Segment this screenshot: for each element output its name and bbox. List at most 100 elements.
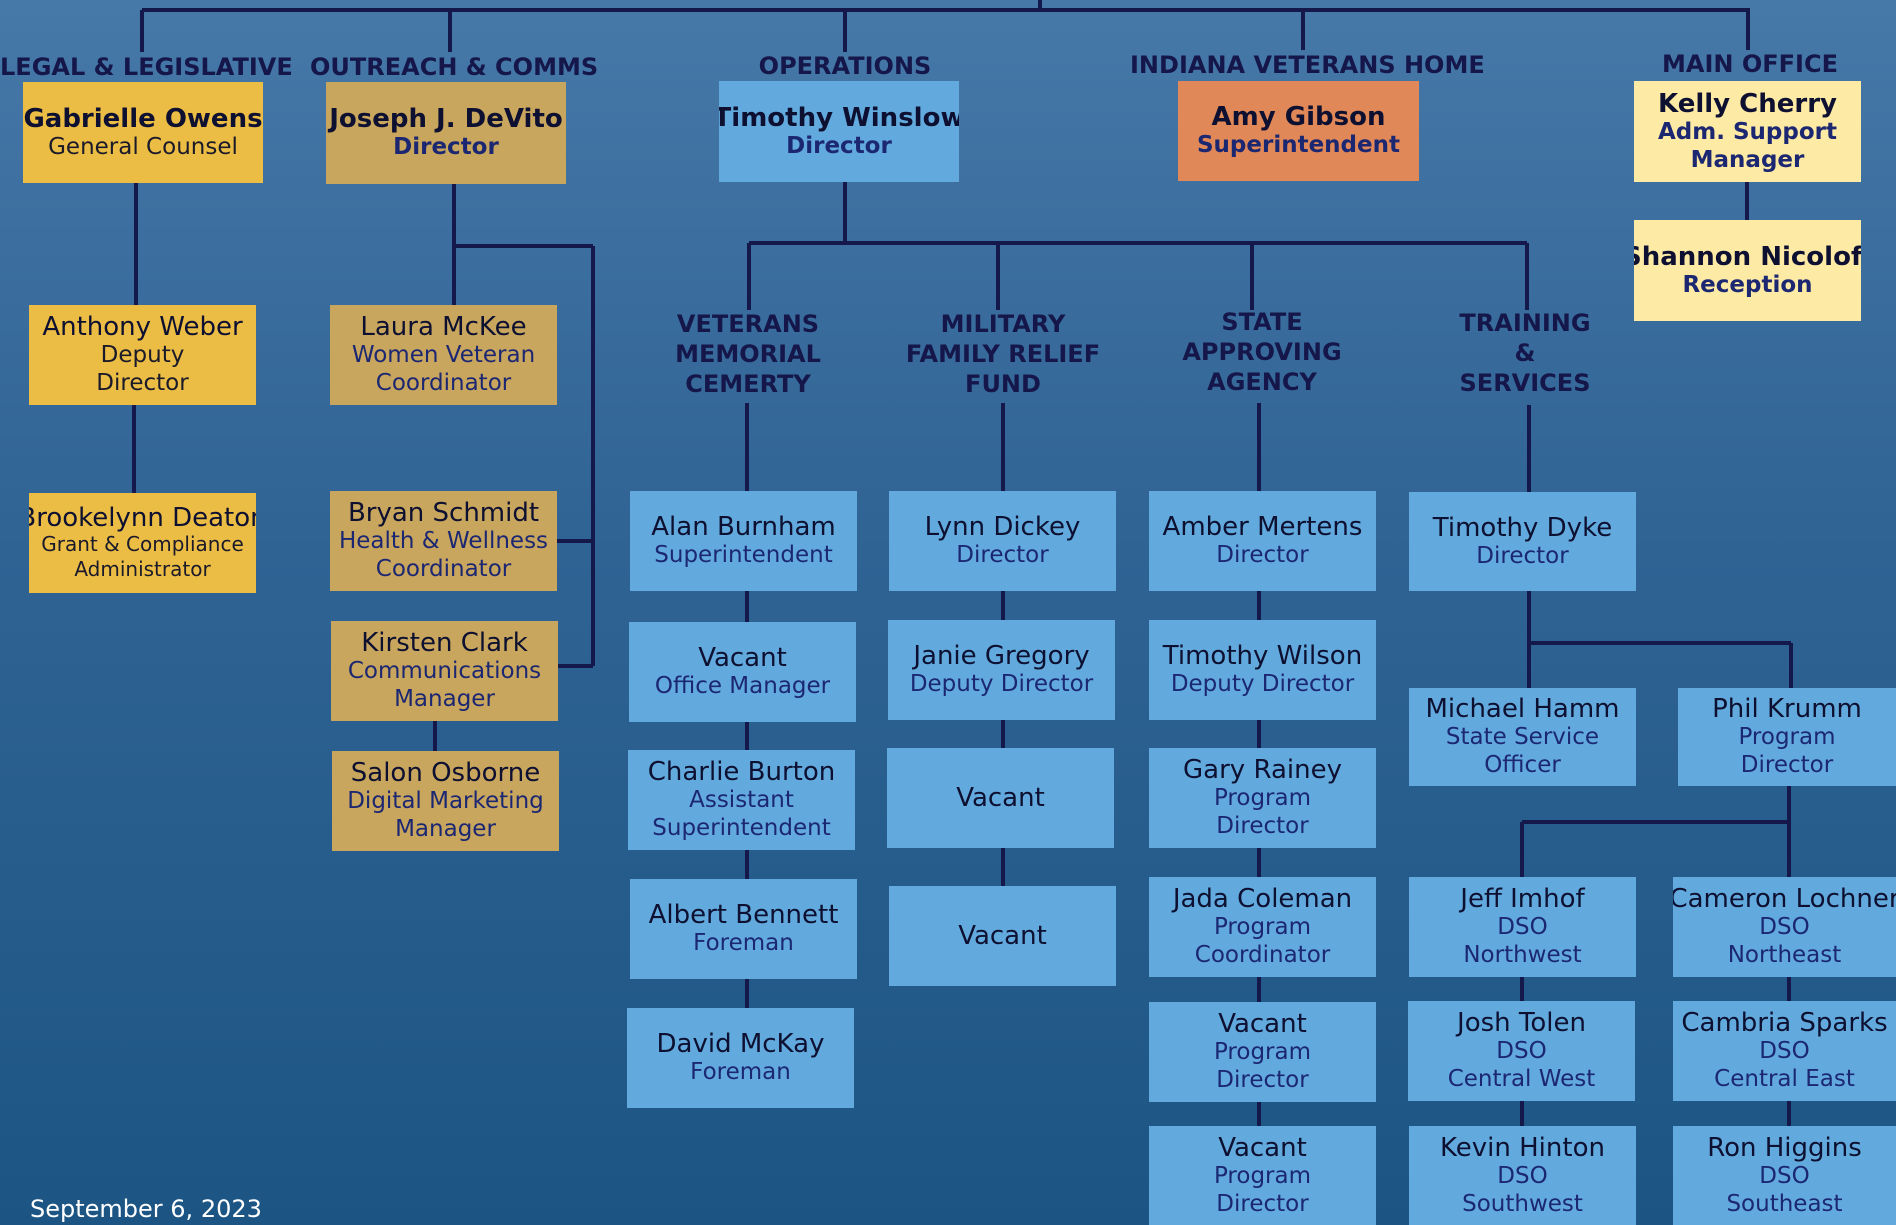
imhof-name: Jeff Imhof [1460, 884, 1585, 914]
box-timothy-dyke: Timothy Dyke Director [1409, 492, 1636, 591]
box-anthony-weber: Anthony Weber Deputy Director [29, 305, 256, 405]
gregory-name: Janie Gregory [913, 641, 1090, 671]
burnham-role: Superintendent [654, 542, 833, 568]
lochner-role-1: DSO [1759, 914, 1810, 940]
heading-mfrf: MILITARY FAMILY RELIEF FUND [878, 309, 1128, 399]
hamm-role-1: State Service [1445, 724, 1600, 750]
schmidt-name: Bryan Schmidt [347, 498, 540, 528]
owens-role: General Counsel [48, 133, 238, 160]
dickey-role: Director [956, 542, 1049, 568]
box-cambria-sparks: Cambria Sparks DSO Central East [1673, 1001, 1896, 1101]
heading-training-line2: & [1514, 339, 1536, 367]
saa-vacant1-role-1: Program [1213, 1039, 1312, 1065]
heading-legal: LEGAL & LEGISLATIVE [0, 53, 293, 81]
nicoloff-name: Shannon Nicoloff [1634, 241, 1861, 272]
box-amber-mertens: Amber Mertens Director [1149, 491, 1376, 591]
gregory-role: Deputy Director [909, 671, 1094, 697]
box-kelly-cherry: Kelly Cherry Adm. Support Manager [1634, 81, 1861, 182]
cemetery-vacant1-role: Office Manager [654, 673, 831, 699]
burton-role-1: Assistant [689, 787, 794, 813]
sparks-name: Cambria Sparks [1681, 1008, 1888, 1038]
mckee-name: Laura McKee [360, 312, 527, 342]
mckee-role-1: Women Veteran [351, 342, 536, 368]
dyke-name: Timothy Dyke [1432, 512, 1613, 543]
heading-mfrf-line2: FAMILY RELIEF [905, 340, 1101, 368]
bennett-role: Foreman [693, 930, 794, 956]
cemetery-vacant1-name: Vacant [698, 643, 787, 673]
hamm-role-2: Officer [1484, 752, 1561, 778]
osborne-role-2: Manager [395, 816, 496, 842]
deaton-name: Brookelynn Deaton [29, 503, 256, 533]
box-janie-gregory: Janie Gregory Deputy Director [888, 620, 1115, 720]
heading-mfrf-line1: MILITARY [940, 310, 1066, 338]
imhof-role-1: DSO [1497, 914, 1548, 940]
mertens-name: Amber Mertens [1162, 512, 1363, 542]
devito-role: Director [393, 134, 499, 160]
osborne-role-1: Digital Marketing [347, 788, 544, 814]
heading-training-line1: TRAINING [1459, 309, 1591, 337]
burton-name: Charlie Burton [647, 757, 836, 787]
cherry-role-1: Adm. Support [1658, 118, 1837, 145]
clark-name: Kirsten Clark [361, 628, 528, 658]
wilson-role: Deputy Director [1170, 671, 1355, 697]
box-josh-tolen: Josh Tolen DSO Central West [1408, 1001, 1635, 1101]
winslow-role: Director [786, 132, 892, 159]
burnham-name: Alan Burnham [651, 512, 836, 542]
clark-role-2: Manager [394, 686, 495, 712]
box-brookelynn-deaton: Brookelynn Deaton Grant & Compliance Adm… [29, 493, 256, 593]
box-alan-burnham: Alan Burnham Superintendent [630, 491, 857, 591]
tolen-role-2: Central West [1447, 1066, 1596, 1092]
heading-saa: STATE APPROVING AGENCY [1142, 307, 1382, 397]
box-saa-vacant-1: Vacant Program Director [1149, 1002, 1376, 1102]
box-mfrf-vacant-1: Vacant [887, 748, 1114, 848]
box-david-mckay: David McKay Foreman [627, 1008, 854, 1108]
mfrf-vacant2-name: Vacant [958, 921, 1047, 951]
hinton-role-2: Southwest [1462, 1190, 1583, 1217]
box-saa-vacant-2: Vacant Program Director [1149, 1126, 1376, 1225]
saa-vacant2-role-2: Director [1216, 1190, 1309, 1217]
hamm-name: Michael Hamm [1425, 694, 1620, 724]
heading-outreach: OUTREACH & COMMS [310, 53, 599, 81]
heading-cemetery: VETERANS MEMORIAL CEMERTY [628, 309, 868, 399]
coleman-role-2: Coordinator [1194, 942, 1331, 968]
coleman-role-1: Program [1213, 914, 1312, 940]
bennett-name: Albert Bennett [648, 900, 839, 930]
higgins-role-1: DSO [1759, 1162, 1810, 1189]
schmidt-role-2: Coordinator [375, 556, 512, 582]
box-shannon-nicoloff: Shannon Nicoloff Reception [1634, 220, 1861, 321]
imhof-role-2: Northwest [1463, 942, 1582, 968]
box-bryan-schmidt: Bryan Schmidt Health & Wellness Coordina… [330, 491, 557, 591]
nicoloff-role: Reception [1682, 271, 1813, 298]
chart-date: September 6, 2023 [30, 1195, 262, 1223]
box-michael-hamm: Michael Hamm State Service Officer [1409, 688, 1636, 786]
saa-vacant2-role-1: Program [1213, 1162, 1312, 1189]
box-jada-coleman: Jada Coleman Program Coordinator [1149, 877, 1376, 977]
box-phil-krumm: Phil Krumm Program Director [1678, 688, 1896, 786]
weber-role-2: Director [96, 370, 189, 396]
heading-cemetery-line2: MEMORIAL [675, 340, 821, 368]
box-timothy-wilson: Timothy Wilson Deputy Director [1149, 620, 1376, 720]
mertens-role: Director [1216, 542, 1309, 568]
box-ron-higgins: Ron Higgins DSO Southeast [1673, 1126, 1896, 1225]
wilson-name: Timothy Wilson [1162, 641, 1363, 671]
sparks-role-1: DSO [1759, 1038, 1810, 1064]
mckay-name: David McKay [656, 1029, 825, 1059]
heading-main-office: MAIN OFFICE [1662, 50, 1838, 78]
mfrf-vacant1-name: Vacant [956, 783, 1045, 813]
deaton-role-2: Administrator [74, 557, 211, 581]
rainey-role-1: Program [1213, 785, 1312, 811]
box-charlie-burton: Charlie Burton Assistant Superintendent [628, 750, 855, 850]
saa-vacant1-name: Vacant [1218, 1009, 1307, 1039]
saa-vacant1-role-2: Director [1216, 1067, 1309, 1093]
krumm-role-2: Director [1740, 752, 1834, 778]
deaton-role-1: Grant & Compliance [41, 532, 244, 556]
box-kevin-hinton: Kevin Hinton DSO Southwest [1409, 1126, 1636, 1225]
weber-role-1: Deputy [100, 342, 185, 368]
box-timothy-winslow: Timothy Winslow Director [719, 81, 959, 182]
tolen-role-1: DSO [1496, 1038, 1547, 1064]
box-gabrielle-owens: Gabrielle Owens General Counsel [23, 82, 263, 183]
dickey-name: Lynn Dickey [924, 512, 1081, 542]
devito-name: Joseph J. DeVito [329, 104, 563, 134]
heading-cemetery-line3: CEMERTY [685, 370, 811, 398]
heading-operations: OPERATIONS [758, 52, 932, 80]
